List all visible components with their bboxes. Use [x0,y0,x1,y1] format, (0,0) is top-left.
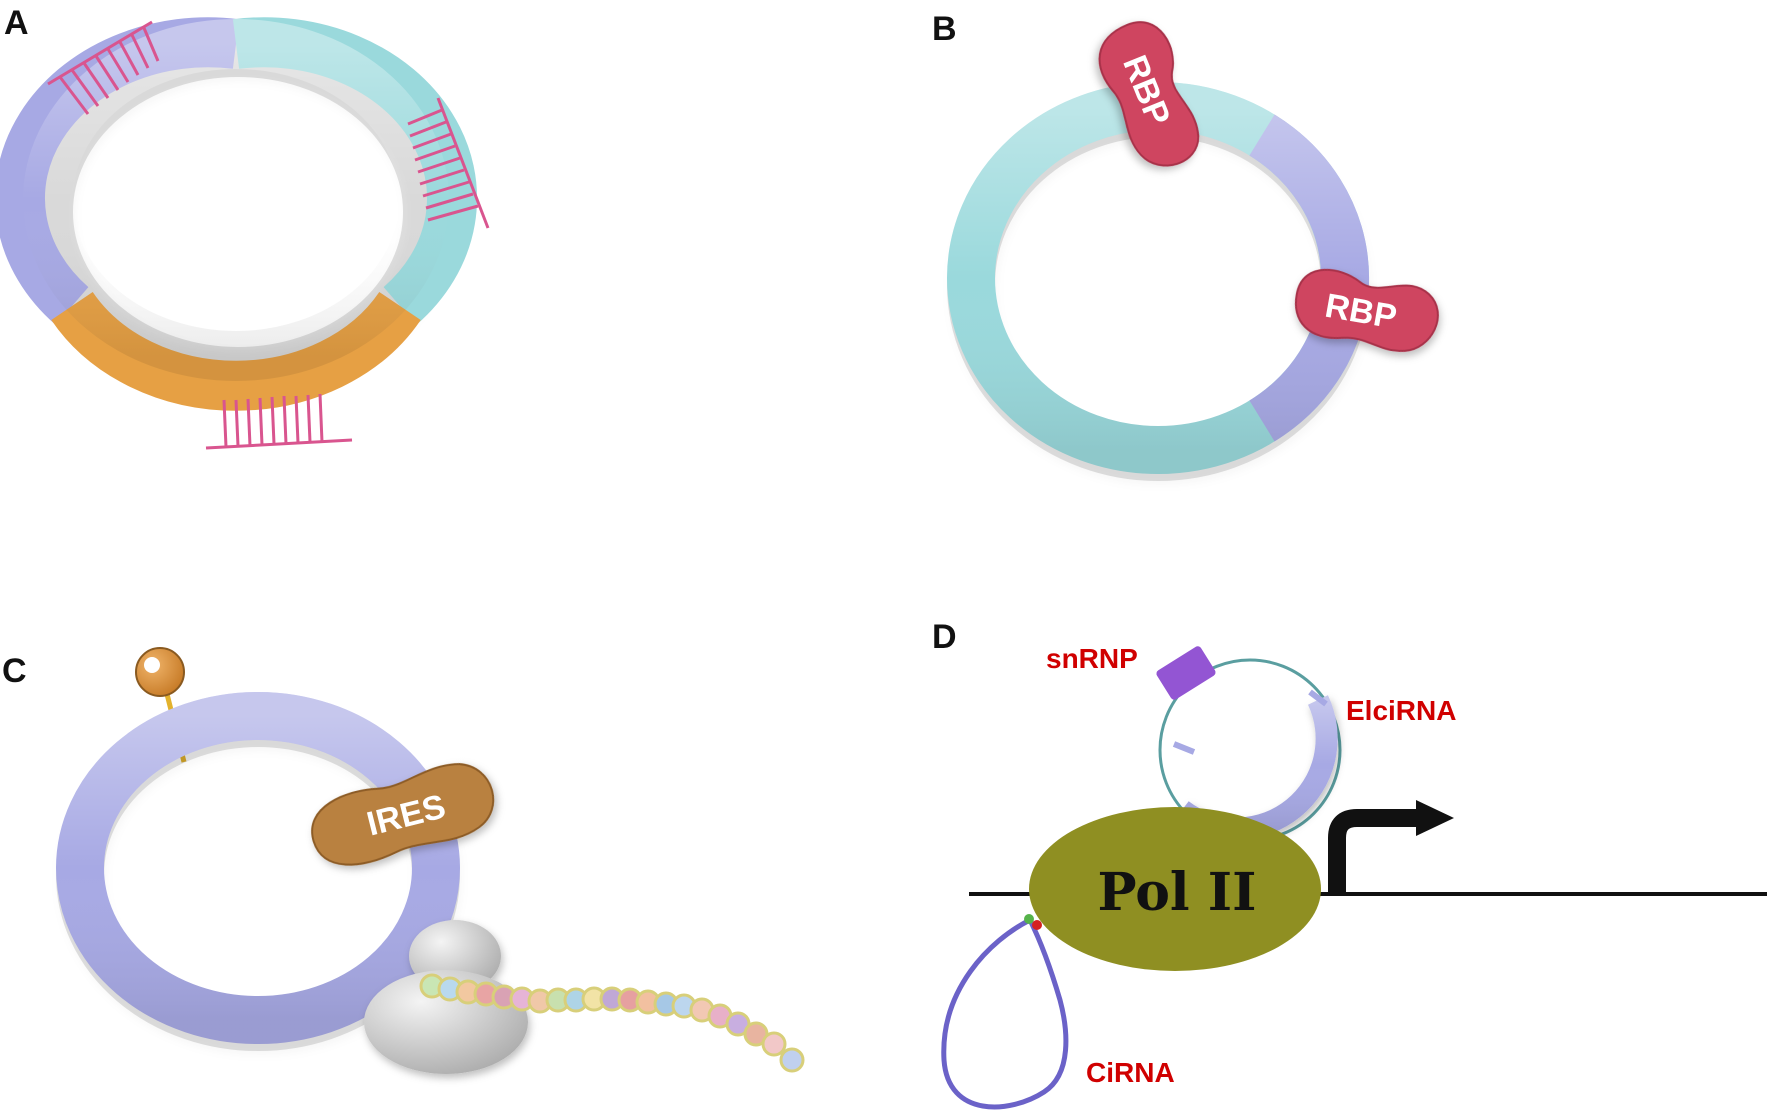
panel-letter-d: D [932,618,957,656]
ires-element-icon: IRES [311,763,495,866]
peptide-chain [419,973,805,1073]
mirna-comb-icon [407,97,490,229]
rbp-protein-icon: RBP [1295,268,1439,352]
mirna-comb-icon [47,20,160,115]
amino-acid-bead [779,1047,805,1073]
cirna-label: CiRNA [1086,1057,1175,1088]
panel-letter-b: B [932,10,957,48]
amino-acid-bead [761,1031,787,1057]
transcription-start-arrow-icon [1328,809,1420,892]
panel-a-mirna-sponge [0,17,490,450]
mirna-comb-icon [205,393,353,450]
snrnp-label: snRNP [1046,643,1138,674]
panel-d-transcription: snRNP ElciRNA Pol II CiRNA [941,643,1767,1110]
m6a-lollipop-icon [135,647,185,697]
panel-c-translation: IRES [56,647,805,1074]
cirna-lariat [941,916,1069,1110]
panel-letter-a: A [4,4,29,42]
pol2-label: Pol II [1098,862,1257,923]
panel-letter-c: C [2,652,27,690]
elcirna-label: ElciRNA [1346,695,1456,726]
rbp-protein-icon: RBP [1098,21,1200,167]
pol2-enzyme [1029,807,1321,971]
snrnp-particle-icon [1156,646,1216,700]
panel-b-protein-sponge: RBP RBP [947,21,1439,481]
